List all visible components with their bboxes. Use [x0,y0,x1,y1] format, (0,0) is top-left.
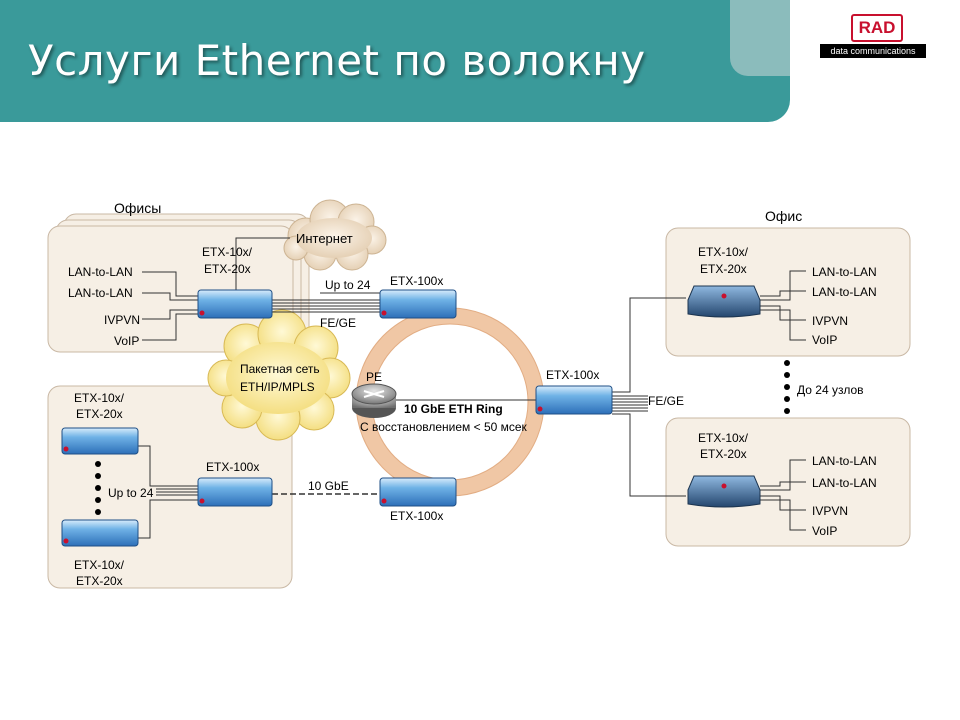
etx100-device-left [197,477,273,507]
service-lan-2-top-left: LAN-to-LAN [68,286,133,300]
packet-network-label-2: ETH/IP/MPLS [240,380,315,394]
pe-router-icon [351,383,397,418]
office-right-label: Офис [765,208,802,224]
ten-gbe-label: 10 GbE [308,479,349,493]
fe-ge-right: FE/GE [648,394,684,408]
up-to-24-top: Up to 24 [325,278,371,292]
etx100-device-bottom [379,477,457,507]
links [110,237,806,539]
etx100-device-right [535,385,613,415]
device-label-right-top-2: ETX-20x [700,262,747,276]
device-label-right-top-1: ETX-10x/ [698,245,749,259]
etx-device-left-upper [61,427,139,455]
logo-area [790,0,960,76]
device-label-left-lower-2: ETX-20x [76,574,123,588]
rad-logo: RAD [851,14,903,42]
ring-title: 10 GbE ETH Ring [404,402,503,416]
internet-label: Интернет [296,231,353,246]
etx-device-top-left [197,289,273,319]
etx100-label-bottom: ETX-100x [390,509,443,523]
etx-device-right-top [687,285,761,318]
service-voip-right-top: VoIP [812,333,837,347]
fe-ge-top: FE/GE [320,316,356,330]
ellipsis-dots-left [95,461,101,515]
ellipsis-dots-right [784,360,790,414]
pe-label: PE [366,370,382,384]
etx100-device-top [379,289,457,319]
ring-subtitle: С восстановлением < 50 мсек [360,420,528,434]
device-label-left-upper-2: ETX-20x [76,407,123,421]
packet-network-cloud [207,309,351,441]
device-label-right-bottom-1: ETX-10x/ [698,431,749,445]
device-label-top-left-1: ETX-10x/ [202,245,253,259]
service-lan-2-right-top: LAN-to-LAN [812,285,877,299]
service-lan-1-right-top: LAN-to-LAN [812,265,877,279]
up-to-24-nodes: До 24 узлов [797,383,864,397]
service-lan-1-top-left: LAN-to-LAN [68,265,133,279]
offices-top-label: Офисы [114,200,161,216]
device-label-top-left-2: ETX-20x [204,262,251,276]
device-label-left-upper-1: ETX-10x/ [74,391,125,405]
device-label-right-bottom-2: ETX-20x [700,447,747,461]
etx-device-left-lower [61,519,139,547]
rad-logo-tagline: data communications [820,44,926,58]
etx100-label-top: ETX-100x [390,274,443,288]
page-title: Услуги Ethernet по волокну [28,36,646,85]
packet-network-label-1: Пакетная сеть [240,362,320,376]
service-lan-1-right-bottom: LAN-to-LAN [812,454,877,468]
office-right-top [665,227,911,357]
service-ipvpn-right-top: IVPVN [812,314,848,328]
etx-device-right-bottom [687,475,761,508]
service-lan-2-right-bottom: LAN-to-LAN [812,476,877,490]
etx100-label-right: ETX-100x [546,368,599,382]
service-voip-right-bottom: VoIP [812,524,837,538]
device-label-left-lower-1: ETX-10x/ [74,558,125,572]
title-banner [0,0,790,122]
service-voip-top-left: VoIP [114,334,139,348]
internet-cloud [283,199,387,271]
service-ipvpn-right-bottom: IVPVN [812,504,848,518]
service-ipvpn-top-left: IVPVN [104,313,140,327]
up-to-24-left: Up to 24 [108,486,154,500]
etx100-label-left: ETX-100x [206,460,259,474]
